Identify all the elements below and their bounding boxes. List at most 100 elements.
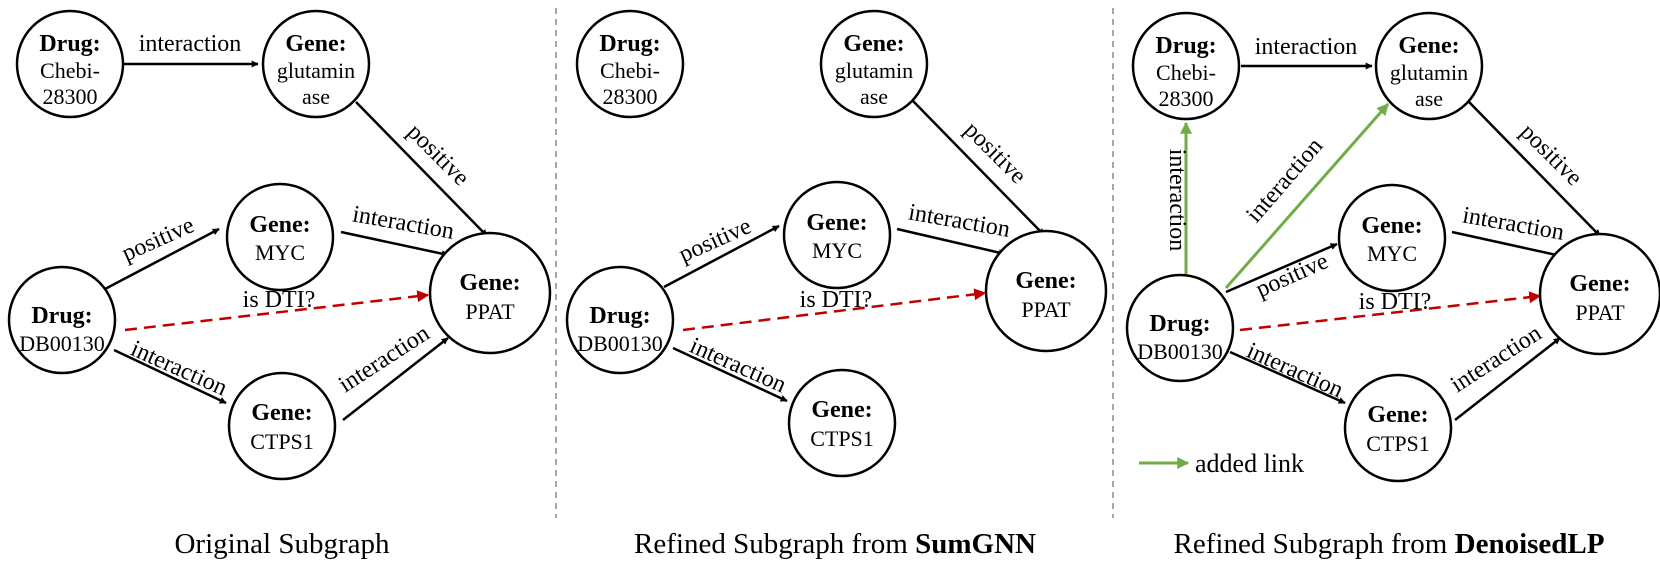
node-type-label: Drug: (1155, 33, 1216, 59)
panel-original-subgraph: interaction positive positive interactio… (7, 9, 552, 560)
node-drug-db00130: Drug: DB00130 (565, 265, 675, 375)
edge-interaction (1229, 350, 1346, 405)
panel-caption: Original Subgraph (174, 528, 390, 560)
node-name-label: DB00130 (19, 331, 105, 356)
edge-positive (1225, 242, 1338, 294)
node-type-label: Drug: (599, 31, 660, 57)
node-name-label: DB00130 (577, 331, 663, 356)
node-name-label: CTPS1 (810, 426, 874, 451)
edge-interaction (672, 346, 788, 403)
edge-label: positive (1515, 119, 1587, 191)
edge-is-dti (682, 288, 987, 332)
panel-caption: Refined Subgraph from DenoisedLP (1174, 528, 1605, 560)
edge-added-interaction (1224, 103, 1390, 289)
node-gene-ppat: Gene: PPAT (984, 229, 1108, 353)
node-drug-db00130: Drug: DB00130 (1125, 273, 1235, 383)
edge-label: is DTI? (1359, 289, 1432, 315)
node-type-label: Gene: (1398, 33, 1459, 59)
legend-added-link-label: added link (1195, 449, 1304, 478)
node-name-label: 28300 (603, 84, 658, 109)
node-name-label: glutamin (835, 58, 913, 83)
edge-label: interaction (1164, 149, 1190, 252)
node-type-label: Drug: (39, 31, 100, 57)
node-drug-db00130: Drug: DB00130 (7, 265, 117, 375)
edge-label: is DTI? (800, 287, 873, 313)
node-type-label: Gene: (1569, 271, 1630, 297)
node-name-label: MYC (812, 238, 862, 263)
node-drug-chebi-28300: Drug: Chebi- 28300 (575, 9, 685, 119)
node-name-label: ase (1415, 86, 1443, 111)
panel-denoisedlp-subgraph: interaction positive interaction interac… (1125, 11, 1660, 560)
node-name-label: PPAT (1575, 300, 1625, 325)
node-gene-glutaminase: Gene: glutamin ase (1374, 11, 1484, 121)
node-gene-myc: Gene: MYC (782, 180, 892, 290)
edge-positive (1468, 101, 1601, 237)
node-name-label: PPAT (465, 299, 515, 324)
node-type-label: Drug: (1149, 311, 1210, 337)
node-drug-chebi-28300: Drug: Chebi- 28300 (15, 9, 125, 119)
edge-label: positive (118, 212, 198, 267)
node-name-label: ase (860, 84, 888, 109)
edge-interaction (1451, 230, 1562, 259)
node-type-label: Gene: (811, 397, 872, 423)
edge-label: positive (402, 119, 474, 191)
node-gene-myc: Gene: MYC (1337, 183, 1447, 293)
node-name-label: MYC (1367, 241, 1417, 266)
node-type-label: Drug: (589, 303, 650, 329)
edge-interaction (113, 348, 227, 405)
node-gene-myc: Gene: MYC (225, 182, 335, 292)
node-type-label: Gene: (806, 210, 867, 236)
node-name-label: ase (302, 84, 330, 109)
edge-label: interaction (139, 31, 242, 57)
edge-is-dti (124, 290, 430, 332)
node-name-label: Chebi- (1156, 60, 1216, 85)
edge-positive (663, 224, 780, 289)
node-type-label: Gene: (285, 31, 346, 57)
edge-label: interaction (686, 333, 790, 398)
node-name-label: MYC (255, 240, 305, 265)
node-drug-chebi-28300: Drug: Chebi- 28300 (1131, 11, 1241, 121)
panel-sumgnn-subgraph: positive positive interaction is DTI? in… (565, 9, 1108, 560)
node-gene-ppat: Gene: PPAT (428, 231, 552, 355)
node-name-label: glutamin (277, 58, 355, 83)
node-type-label: Gene: (1367, 402, 1428, 428)
caption-bold-text: DenoisedLP (1455, 528, 1605, 560)
edge-label: interaction (1243, 338, 1347, 403)
node-gene-ppat: Gene: PPAT (1538, 232, 1660, 356)
edge-is-dti (1239, 291, 1542, 332)
edge-label: positive (959, 117, 1031, 189)
caption-text: Refined Subgraph from (634, 528, 915, 560)
edge-positive (355, 101, 488, 237)
edge-label: positive (1252, 248, 1332, 303)
panel-caption: Refined Subgraph from SumGNN (634, 528, 1036, 560)
edge-label: interaction (1255, 34, 1358, 60)
node-name-label: 28300 (43, 84, 98, 109)
node-name-label: Chebi- (600, 58, 660, 83)
caption-bold-text: SumGNN (915, 528, 1036, 560)
node-name-label: CTPS1 (1366, 431, 1430, 456)
edge-label: is DTI? (243, 287, 316, 313)
node-name-label: 28300 (1159, 86, 1214, 111)
node-name-label: Chebi- (40, 58, 100, 83)
node-gene-glutaminase: Gene: glutamin ase (819, 9, 929, 119)
node-gene-ctps1: Gene: CTPS1 (787, 368, 897, 478)
node-gene-ctps1: Gene: CTPS1 (227, 371, 337, 481)
node-name-label: DB00130 (1137, 339, 1223, 364)
node-gene-ctps1: Gene: CTPS1 (1343, 373, 1453, 483)
edge-label: interaction (906, 199, 1012, 242)
node-type-label: Gene: (459, 270, 520, 296)
legend: added link (1139, 449, 1304, 478)
edge-positive (104, 227, 220, 291)
node-type-label: Gene: (251, 400, 312, 426)
caption-text: Refined Subgraph from (1174, 528, 1455, 560)
node-type-label: Gene: (1015, 268, 1076, 294)
node-gene-glutaminase: Gene: glutamin ase (261, 9, 371, 119)
edge-positive (912, 100, 1045, 236)
node-name-label: glutamin (1390, 60, 1468, 85)
edge-label: interaction (127, 336, 231, 401)
node-type-label: Gene: (1361, 213, 1422, 239)
edge-label: interaction (1241, 133, 1328, 228)
edge-interaction (340, 230, 449, 258)
edge-interaction (342, 337, 449, 421)
